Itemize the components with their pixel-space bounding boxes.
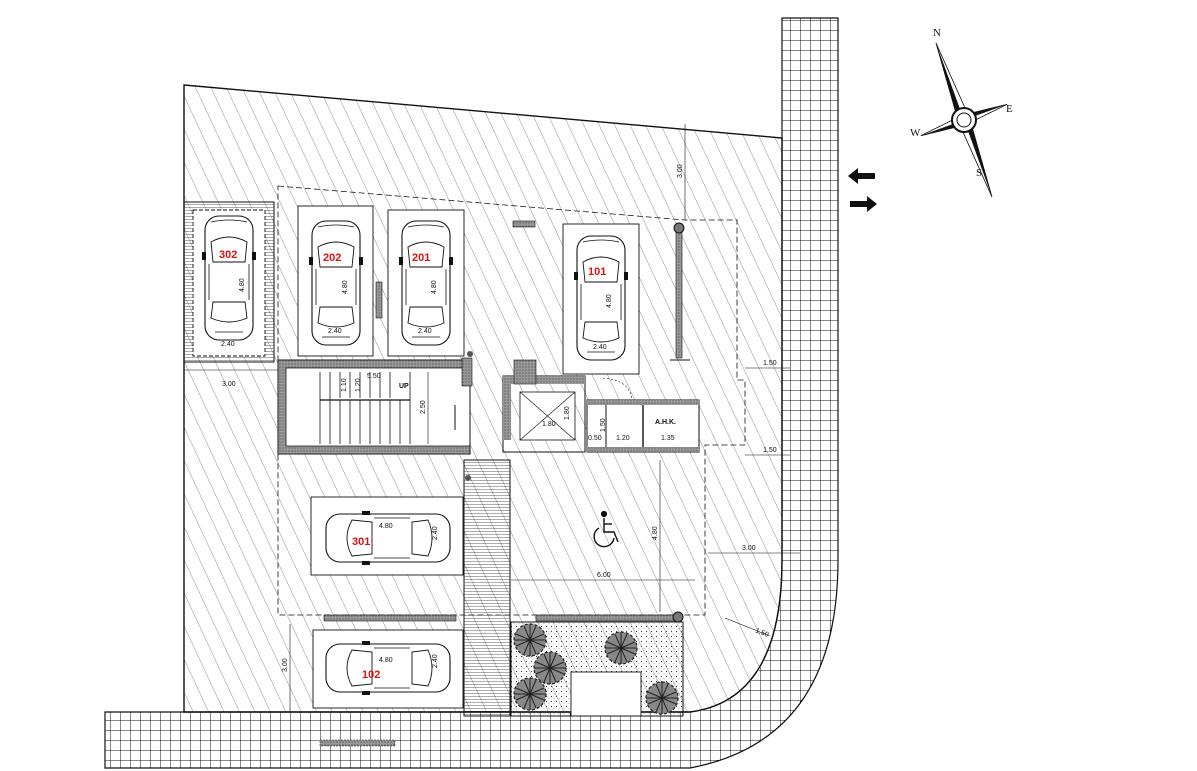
shrub-icon bbox=[513, 623, 547, 657]
dim-bottom-300: 3.00 bbox=[282, 658, 289, 672]
wall-stub-top bbox=[512, 220, 536, 228]
dim-202-wid: 2.40 bbox=[328, 328, 342, 335]
compass-rose-icon: N E S W bbox=[910, 27, 1013, 198]
spot-label-302: 302 bbox=[219, 249, 237, 261]
compass-west: W bbox=[910, 127, 921, 139]
arrow-right-icon bbox=[850, 196, 877, 212]
dim-150-b: 1.50 bbox=[763, 447, 777, 454]
parking-bay-accessible: 4.80 6.00 bbox=[511, 460, 695, 612]
dim-201-wid: 2.40 bbox=[418, 328, 432, 335]
dim-110: 1.10 bbox=[341, 378, 348, 392]
entrance-gate bbox=[319, 739, 396, 747]
dim-050: 0.50 bbox=[588, 435, 602, 442]
dim-202-len: 4.80 bbox=[342, 280, 349, 294]
shrub-icon bbox=[513, 677, 547, 711]
dim-201-len: 4.80 bbox=[431, 280, 438, 294]
dim-120-stair: 1.20 bbox=[355, 378, 362, 392]
dim-135: 1.35 bbox=[661, 435, 675, 442]
parking-bay-102: 102 4.80 2.40 bbox=[312, 629, 464, 709]
utility-rooms: 1.50 0.50 1.20 A.H.K. 1.35 bbox=[586, 399, 700, 453]
dim-150-wc: 1.50 bbox=[600, 418, 607, 432]
spot-label-101: 101 bbox=[588, 266, 606, 278]
compass-south: S bbox=[976, 167, 982, 179]
dim-600: 6.00 bbox=[597, 572, 611, 579]
column-right bbox=[673, 222, 685, 234]
dim-301-len: 4.80 bbox=[379, 523, 393, 530]
parking-bay-201: 201 4.80 2.40 bbox=[387, 209, 465, 357]
car-icon bbox=[308, 220, 364, 346]
wall-lower-a bbox=[323, 614, 457, 622]
dim-250: 2.50 bbox=[420, 400, 427, 414]
shrub-icon bbox=[645, 681, 679, 715]
garden bbox=[510, 621, 684, 717]
spot-label-102: 102 bbox=[362, 669, 380, 681]
lift-shaft: 1.80 1.80 bbox=[502, 359, 586, 453]
dim-top-300: 3.00 bbox=[677, 164, 684, 178]
dim-101-len: 4.80 bbox=[606, 294, 613, 308]
spot-label-202: 202 bbox=[323, 252, 341, 264]
dim-150-c: 1.50 bbox=[754, 627, 769, 639]
compass-north: N bbox=[933, 27, 941, 39]
car-icon bbox=[398, 220, 454, 346]
spot-label-201: 201 bbox=[412, 252, 430, 264]
stair-up-label: UP bbox=[399, 383, 409, 390]
dim-180-a: 1.80 bbox=[542, 421, 556, 428]
compass-east: E bbox=[1006, 103, 1013, 115]
column-stair bbox=[461, 357, 473, 387]
parking-bay-302: 302 4.80 2.40 bbox=[183, 201, 275, 363]
arrow-left-icon bbox=[848, 168, 875, 184]
parking-bay-301: 301 4.80 2.40 bbox=[310, 496, 464, 576]
dim-550: 5.50 bbox=[367, 373, 381, 380]
parking-bay-202: 202 4.80 2.40 bbox=[297, 205, 374, 357]
column-a bbox=[375, 281, 383, 319]
wall-lower-b bbox=[535, 614, 677, 622]
dim-150-a: 1.50 bbox=[763, 360, 777, 367]
parking-bay-101: 101 4.80 2.40 bbox=[562, 223, 640, 375]
dim-102-wid: 2.40 bbox=[432, 654, 439, 668]
dim-120-wc: 1.20 bbox=[616, 435, 630, 442]
dim-101-wid: 2.40 bbox=[593, 344, 607, 351]
ahk-room-label: A.H.K. bbox=[655, 419, 676, 426]
car-icon bbox=[201, 215, 257, 341]
shrub-icon bbox=[604, 631, 638, 665]
car-icon bbox=[573, 235, 629, 361]
shrub-icon bbox=[533, 651, 567, 685]
dim-302-wid: 2.40 bbox=[221, 341, 235, 348]
dim-302-len: 4.80 bbox=[239, 278, 246, 292]
dim-301-wid: 2.40 bbox=[432, 526, 439, 540]
dim-102-len: 4.80 bbox=[379, 657, 393, 664]
stair-core: UP 5.50 1.10 1.20 2.50 bbox=[277, 359, 471, 455]
dim-480-hc: 4.80 bbox=[652, 526, 659, 540]
dim-left-300: 3.00 bbox=[222, 381, 236, 388]
dim-right-300: 3.00 bbox=[742, 545, 756, 552]
dim-180-b: 1.80 bbox=[564, 406, 571, 420]
spot-label-301: 301 bbox=[352, 536, 370, 548]
ramp bbox=[463, 459, 511, 717]
wheelchair-icon bbox=[593, 510, 619, 548]
wall-right bbox=[675, 227, 683, 359]
